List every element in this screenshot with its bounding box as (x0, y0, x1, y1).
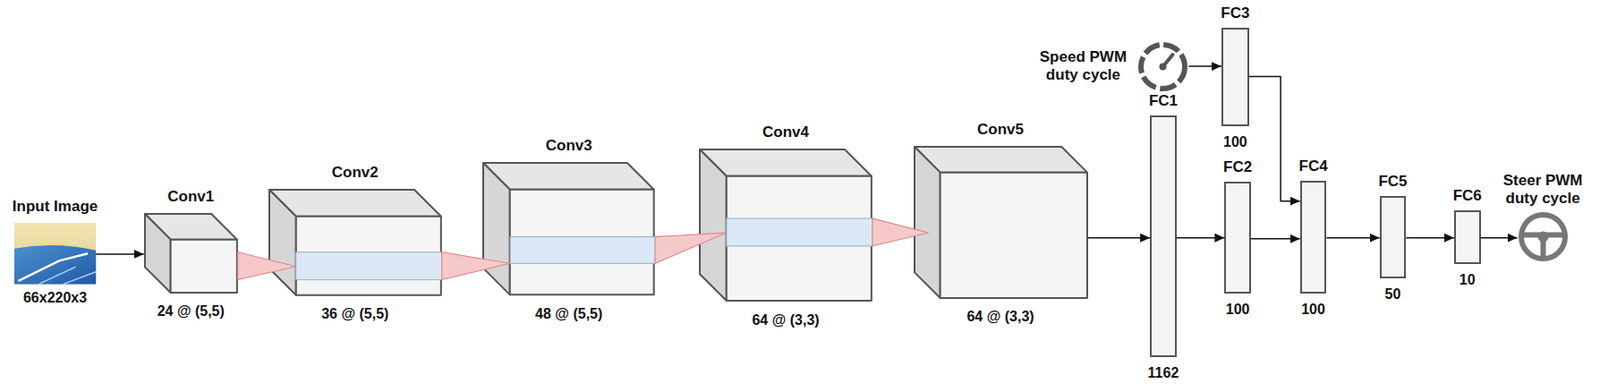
cube-side (483, 162, 511, 295)
image-background (14, 222, 96, 284)
cube-shape (913, 145, 1089, 299)
conv-layer-box: Conv464 @ (3,3) (698, 148, 873, 302)
layer-label: Conv4 (762, 123, 809, 142)
layer-label: Conv1 (167, 187, 214, 206)
cube-top (914, 146, 1088, 173)
layer-label: Conv2 (331, 163, 379, 182)
layer-size: 100 (1225, 300, 1251, 319)
fc-layer-box: FC2100 (1224, 181, 1252, 294)
image-node: Input Image66x220x3 (14, 222, 96, 284)
flow-arrow (1249, 76, 1301, 202)
layer-size: 1162 (1148, 364, 1180, 383)
cube-front (726, 176, 872, 301)
layer-size: 10 (1459, 271, 1476, 290)
layer-label: Steer PWM duty cycle (1489, 171, 1597, 208)
cube-front (510, 189, 655, 296)
cube-top (483, 162, 655, 190)
fc-layer-box: FC3100 (1221, 27, 1250, 128)
flow-arrow (1088, 237, 1151, 239)
cube-top (699, 149, 872, 177)
cube-front (296, 216, 442, 296)
cube-shape (482, 161, 656, 296)
image-streak (63, 271, 96, 284)
fc-layer-box: FC550 (1379, 195, 1407, 279)
gauge-needle (1163, 54, 1174, 67)
cube-side (144, 213, 171, 293)
cube-front (939, 172, 1087, 298)
cube-shape (268, 188, 443, 297)
layer-label: Input Image (12, 197, 98, 216)
cube-side (914, 146, 941, 298)
cube-side (699, 149, 727, 301)
fc-layer-box: FC4100 (1300, 180, 1328, 295)
gauge-shape (1137, 41, 1189, 93)
gauge-ring (1140, 44, 1185, 89)
flow-arrow (1326, 237, 1379, 239)
layer-size: 100 (1223, 133, 1248, 152)
layer-size: 66x220x3 (23, 289, 87, 307)
fc-layer-box: FC11162 (1149, 115, 1177, 358)
conv-layer-box: Conv124 @ (5,5) (144, 212, 239, 294)
wheel-shape (1517, 211, 1569, 263)
conv-layer-box: Conv236 @ (5,5) (268, 188, 443, 297)
layer-label: Speed PWM duty cycle (1033, 48, 1132, 85)
cube-shape (698, 148, 873, 302)
layer-size: 36 @ (5,5) (321, 305, 389, 324)
fc-layer-box: FC610 (1454, 210, 1481, 264)
layer-label: FC6 (1453, 187, 1482, 205)
cube-front (170, 239, 237, 293)
layer-label: FC4 (1299, 157, 1328, 176)
layer-size: 48 @ (5,5) (535, 305, 603, 324)
image-shape (14, 222, 96, 284)
wheel-node: Steer PWM duty cycle (1517, 211, 1569, 263)
layer-size: 24 @ (5,5) (157, 302, 225, 321)
layer-label: FC3 (1220, 4, 1250, 23)
layer-size: 64 @ (3,3) (751, 311, 819, 330)
image-floor (14, 245, 96, 284)
cube-side (269, 189, 297, 296)
layer-label: FC2 (1223, 158, 1252, 177)
layer-size: 64 @ (3,3) (966, 307, 1034, 326)
layer-size: 100 (1301, 300, 1326, 319)
cube-shape (144, 212, 239, 294)
flow-arrow (1188, 65, 1222, 68)
conv-layer-box: Conv348 @ (5,5) (482, 161, 656, 296)
layer-label: Conv5 (977, 120, 1024, 139)
layer-size: 50 (1385, 285, 1402, 304)
flow-arrow (1405, 237, 1455, 239)
flow-arrow (1176, 237, 1226, 239)
layer-label: Conv3 (545, 136, 593, 155)
layer-label: FC1 (1148, 92, 1178, 111)
conv-layer-box: Conv564 @ (3,3) (913, 145, 1089, 299)
gauge-node: Speed PWM duty cycle (1137, 41, 1189, 93)
wheel-rim (1521, 214, 1566, 259)
flow-arrow (1480, 237, 1518, 239)
wheel-spokes (1521, 235, 1566, 260)
flow-arrow (95, 253, 145, 256)
layer-label: FC5 (1378, 172, 1407, 191)
flow-arrow (1251, 238, 1301, 240)
cube-top (269, 189, 442, 217)
